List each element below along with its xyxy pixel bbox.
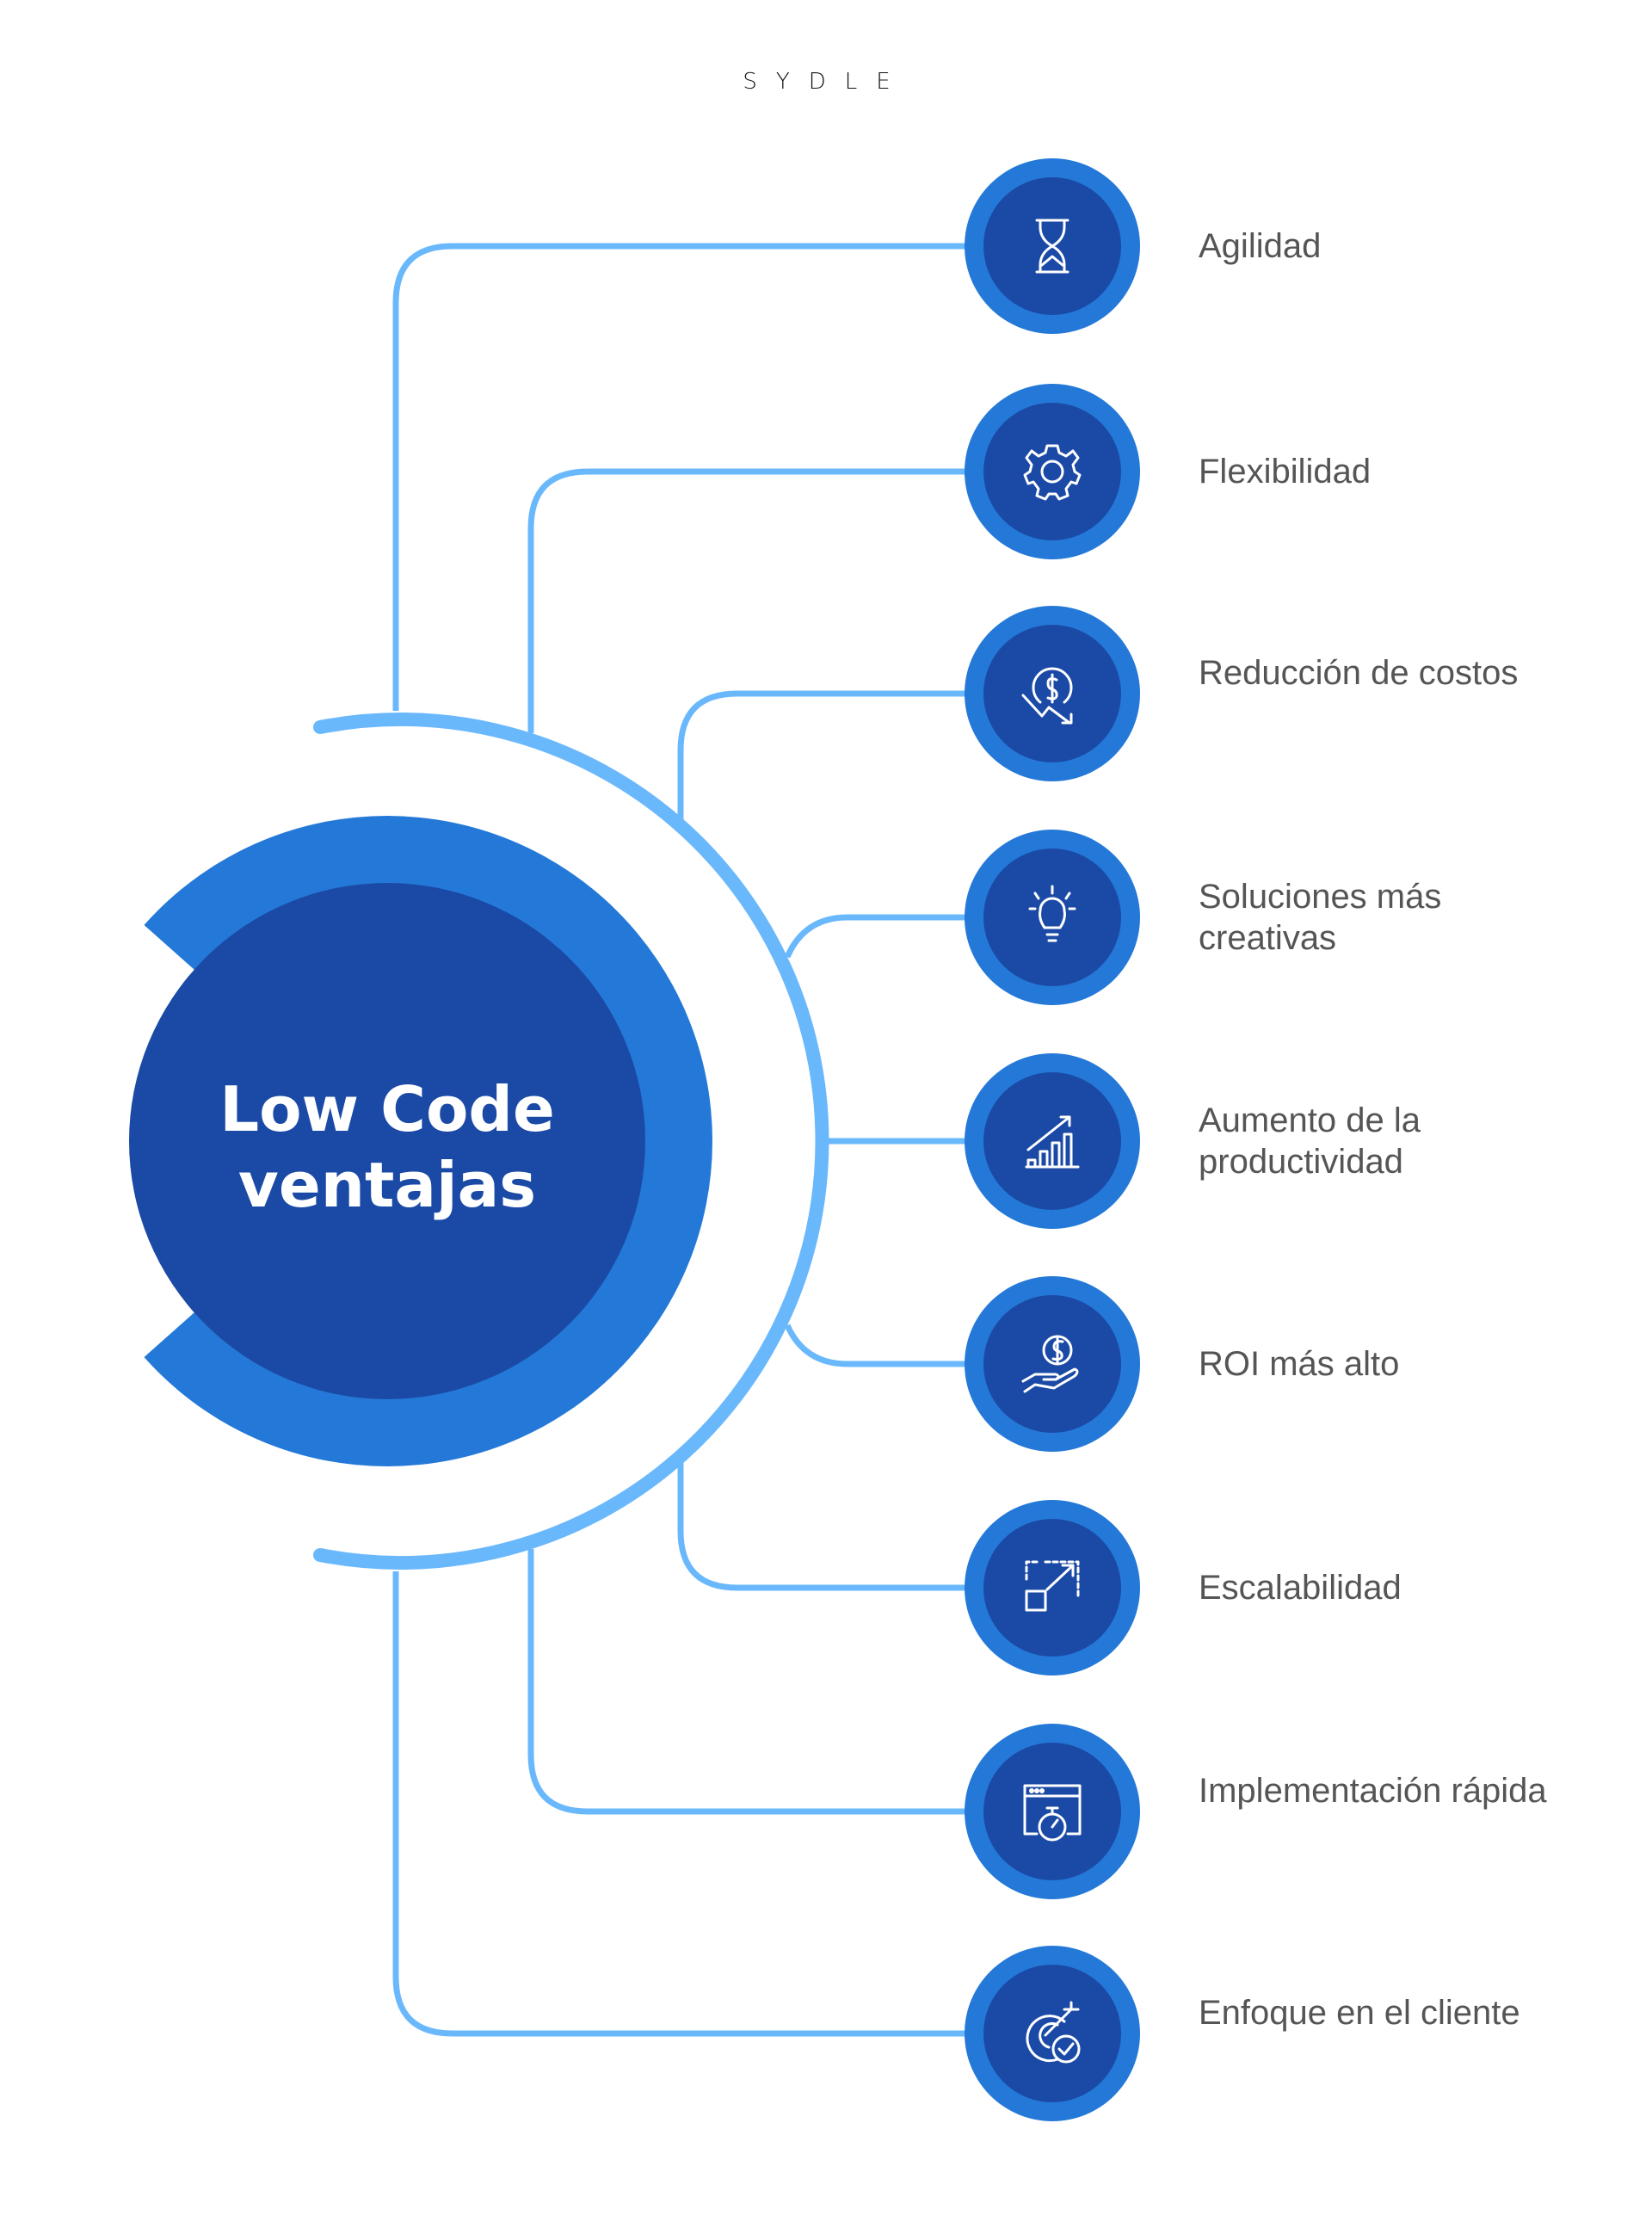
hourglass-icon <box>1035 219 1069 274</box>
connector-4 <box>784 914 968 959</box>
node-8 <box>965 1724 1140 1899</box>
browser-stopwatch-icon <box>1023 1784 1082 1842</box>
item-label: Flexibilidad <box>1199 453 1372 491</box>
node-6 <box>965 1276 1140 1452</box>
item-label: Implementación rápida <box>1199 1772 1547 1810</box>
connectors <box>392 243 968 2037</box>
item-label: Soluciones más creativas <box>1199 878 1442 957</box>
item-label: Aumento de la productividad <box>1199 1102 1421 1181</box>
connector-1 <box>392 243 968 711</box>
money-hand-icon <box>1021 1335 1079 1393</box>
connector-3 <box>677 690 968 822</box>
node-3 <box>965 606 1140 781</box>
gear-icon <box>1023 444 1082 501</box>
connector-9 <box>392 1571 968 2037</box>
sydle-logo: SYDLE <box>743 69 909 95</box>
item-label: Escalabilidad <box>1199 1569 1402 1607</box>
center-title-line2: ventajas <box>237 1149 537 1221</box>
center-title-line1: Low Code <box>219 1073 555 1145</box>
center-title: Low Code ventajas <box>129 1071 645 1223</box>
connector-6 <box>784 1324 968 1367</box>
node-1 <box>965 158 1140 334</box>
item-label: ROI más alto <box>1199 1345 1400 1383</box>
outer-arc <box>313 713 829 1570</box>
connector-2 <box>527 468 968 733</box>
connector-8 <box>527 1549 968 1815</box>
lightbulb-icon <box>1028 885 1076 942</box>
growth-chart-icon <box>1025 1115 1080 1169</box>
item-label: Enfoque en el cliente <box>1199 1994 1520 2032</box>
cost-reduction-icon <box>1021 667 1073 725</box>
node-inner-circle <box>983 1965 1121 2102</box>
node-inner-circle <box>983 849 1121 986</box>
item-label: Reducción de costos <box>1199 654 1519 692</box>
center-inner-circle <box>129 883 645 1399</box>
node-4 <box>965 830 1140 1005</box>
node-inner-circle <box>983 403 1121 540</box>
scale-icon <box>1025 1560 1080 1612</box>
node-5 <box>965 1053 1140 1229</box>
node-2 <box>965 384 1140 559</box>
item-label: Agilidad <box>1199 227 1322 265</box>
node-7 <box>965 1500 1140 1676</box>
node-inner-circle <box>983 1072 1121 1210</box>
connector-7 <box>677 1460 968 1591</box>
node-inner-circle <box>983 1519 1121 1657</box>
target-check-icon <box>1026 2001 1081 2064</box>
node-9 <box>965 1946 1140 2121</box>
